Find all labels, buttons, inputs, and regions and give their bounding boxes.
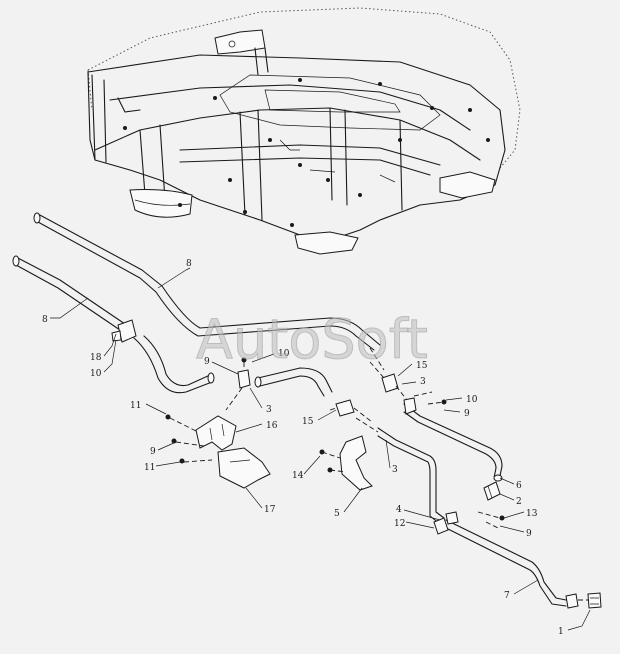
callout-4: 4 [396,505,402,515]
bolts-10-9-right [413,391,447,405]
fitting-6 [493,474,503,482]
callout-18: 18 [90,353,102,363]
callout-11-top: 11 [130,401,141,411]
watermark: AutoSoft [196,308,428,371]
callout-13: 13 [526,509,538,519]
callout-3-center: 3 [266,405,272,415]
callout-6: 6 [516,481,522,491]
callout-12: 12 [394,519,405,529]
callout-3-right: 3 [420,377,426,387]
callout-5: 5 [334,509,340,519]
callout-9-right: 9 [464,409,470,419]
callout-15-right: 15 [416,361,428,371]
callout-labels: 8 8 18 10 9 10 3 15 3 10 9 11 16 15 9 11… [42,259,564,637]
tube-upper [33,212,381,351]
callout-1: 1 [558,627,564,637]
pipe-right-lower [445,519,567,607]
hose-middle [254,367,333,397]
fitting-9-13 [477,511,505,529]
callout-8-lower: 8 [42,315,48,325]
fitting-1 [565,592,602,609]
callout-2: 2 [516,497,522,507]
tube-lower [12,255,126,331]
callout-10-left: 10 [90,369,102,379]
bolts-11-9-11 [165,414,213,464]
pipe-right-middle [377,427,445,525]
fitting-15b [369,361,411,405]
callout-15-center: 15 [302,417,314,427]
callout-7: 7 [504,591,510,601]
bracket-16 [195,415,237,451]
hose-curved [133,335,215,394]
fitting-15a [329,399,373,423]
fitting-12-4 [433,511,459,535]
bracket-17 [217,447,271,489]
bolt-9-10-group [225,357,251,411]
callout-10-right: 10 [466,395,478,405]
callout-8-upper: 8 [186,259,192,269]
pipe-right-upper [403,397,503,479]
callout-10-center: 10 [278,349,290,359]
callout-9-lower: 9 [526,529,532,539]
callout-14: 14 [292,471,304,481]
callout-16: 16 [266,421,278,431]
callout-11-bottom: 11 [144,463,155,473]
callout-9-left: 9 [150,447,156,457]
callout-9-center: 9 [204,357,210,367]
bracket-5 [319,435,373,491]
fitting-2 [483,481,501,501]
dashed-connection [355,347,385,433]
callout-17: 17 [264,505,276,515]
clamp-left [111,319,137,343]
upper-frame-assembly [87,7,521,255]
callout-3-lower: 3 [392,465,398,475]
callout-leaders [50,267,591,631]
